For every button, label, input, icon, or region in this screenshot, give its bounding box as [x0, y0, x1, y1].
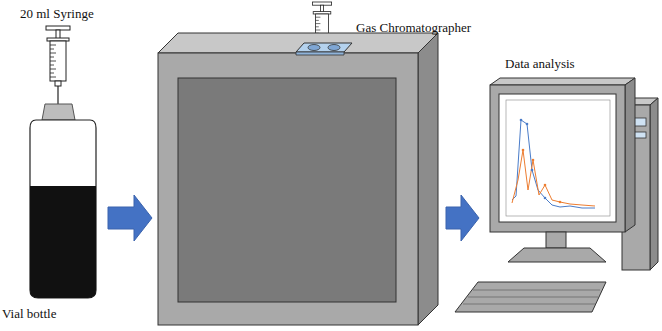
vial-bottle: Vial bottle: [0, 120, 102, 325]
vial-illustration: [30, 26, 96, 298]
node-label: Vial bottle: [2, 306, 56, 321]
computer-illustration: [455, 78, 658, 312]
flow-arrow: [446, 195, 479, 241]
gc-instrument: Gas Chromatographer: [158, 18, 440, 326]
part-label: 20 ml Syringe: [20, 6, 94, 21]
node-label: Gas Chromatographer: [356, 20, 471, 35]
node-label: Data analysis: [505, 56, 575, 71]
gc-illustration: [158, 2, 438, 325]
screen-chart: [506, 100, 610, 216]
flow-arrow: [108, 195, 152, 241]
computer: Data analysis: [485, 52, 660, 314]
